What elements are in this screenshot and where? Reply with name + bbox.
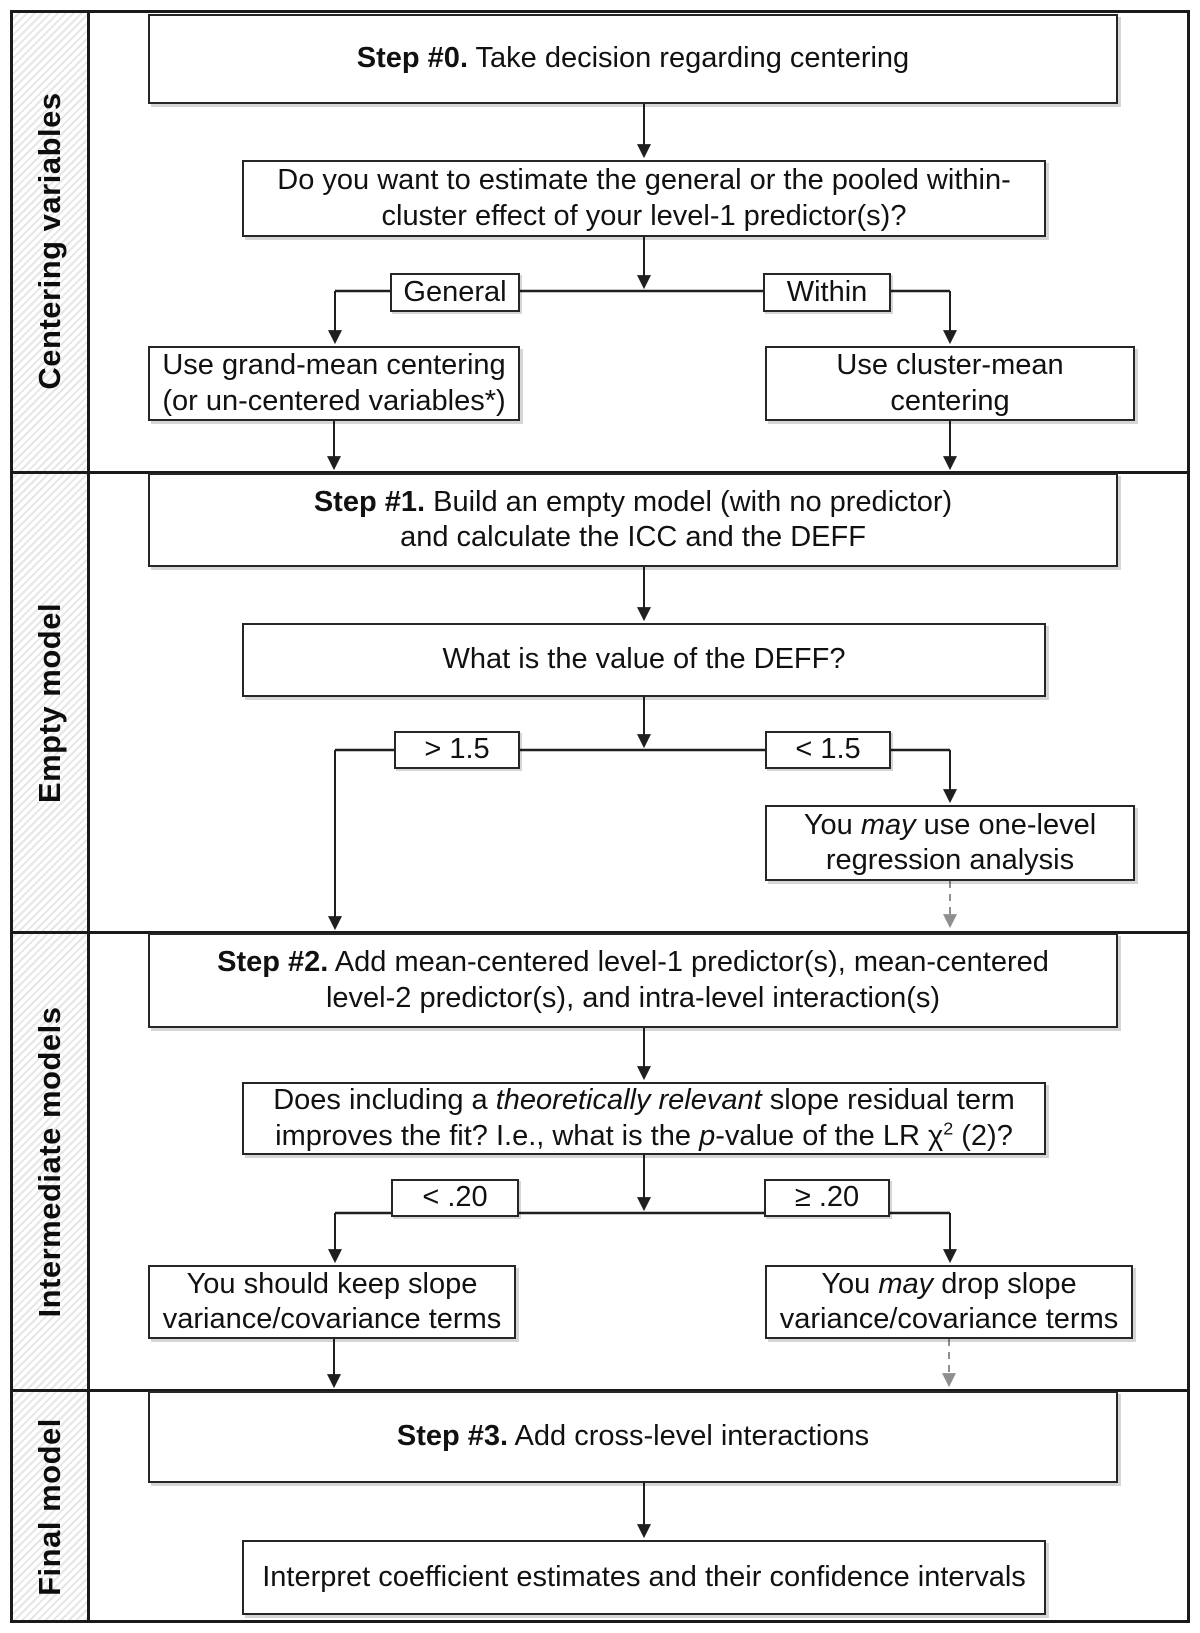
drop-slope-line2: variance/covariance terms [779,1303,1119,1335]
step2-box: Step #2. Add mean-centered level-1 predi… [148,933,1118,1028]
step2-line2: level-2 predictor(s), and intra-level in… [325,981,941,1014]
step0-text: Take decision regarding centering [468,42,910,75]
question-centering-line2: cluster effect of your level-1 predictor… [381,199,907,232]
one-level-post: use one-level [915,808,1097,841]
one-level-regression-box: You may use one-level regression analysi… [765,805,1135,881]
drop-slope-pre: You [821,1267,879,1300]
section-label-empty-model: Empty model [32,602,67,804]
branch-label-lt-1-5: < 1.5 [765,731,891,769]
cluster-mean-box: Use cluster-mean centering [765,346,1135,421]
section-label-final-model: Final model [32,1418,67,1596]
q2-line1-pre: Does including a [273,1084,496,1117]
drop-slope-may: may [878,1267,934,1300]
step0-box: Step #0. Take decision regarding centeri… [148,14,1118,104]
step1-line2: and calculate the ICC and the DEFF [400,521,866,553]
question-deff-box: What is the value of the DEFF? [242,623,1046,697]
row-divider-1 [11,471,1189,474]
row-divider-3 [11,1389,1189,1392]
keep-slope-box: You should keep slope variance/covarianc… [148,1265,516,1339]
step2-text: Add mean-centered level-1 predictor(s), … [328,946,1049,979]
one-level-pre: You [803,808,861,841]
drop-slope-post: drop slope [933,1267,1077,1300]
branch-label-lt-20: < .20 [391,1179,519,1217]
drop-slope-box: You may drop slope variance/covariance t… [765,1265,1133,1339]
section-label-centering-variables: Centering variables [32,92,67,390]
step0-label: Step #0. [356,42,468,75]
row-divider-2 [11,931,1189,934]
q2-line2-post: (2)? [953,1119,1013,1152]
q2-line2-p: p [699,1119,716,1152]
branch-label-gt-1-5: > 1.5 [394,731,520,769]
q2-chi-sup: 2 [943,1117,954,1138]
one-level-line2: regression analysis [825,844,1075,876]
step1-box: Step #1. Build an empty model (with no p… [148,473,1118,567]
question-centering-line1: Do you want to estimate the general or t… [277,164,1011,197]
one-level-may: may [860,808,916,841]
step3-label: Step #3. [396,1420,509,1453]
q2-line1-em: theoretically relevant [495,1084,762,1117]
step3-box: Step #3. Add cross-level interactions [148,1391,1118,1483]
keep-slope-line2: variance/covariance terms [162,1303,502,1335]
sidebar-divider-line [87,11,90,1622]
question-centering-box: Do you want to estimate the general or t… [242,160,1046,237]
grand-mean-line1: Use grand-mean centering [162,349,506,382]
keep-slope-line1: You should keep slope [186,1267,478,1300]
branch-label-within: Within [763,273,891,312]
grand-mean-box: Use grand-mean centering (or un-centered… [148,346,520,421]
q2-line2-mid: -value of the LR χ [715,1119,944,1152]
sidebar-hatch-strip [13,13,87,1620]
section-label-intermediate-models: Intermediate models [32,1006,67,1318]
q2-line2-pre: improves the fit? I.e., what is the [275,1119,700,1152]
step1-label: Step #1. [313,485,426,518]
question-slope-residual-box: Does including a theoretically relevant … [242,1082,1046,1155]
grand-mean-line2: (or un-centered variables*) [162,384,506,417]
step3-text: Add cross-level interactions [508,1420,870,1453]
q2-line1-post: slope residual term [761,1084,1015,1117]
branch-label-ge-20: ≥ .20 [764,1179,890,1217]
step2-label: Step #2. [217,946,329,979]
step1-text: Build an empty model (with no predictor) [425,485,953,518]
branch-label-general: General [390,273,520,312]
interpret-coefficients-box: Interpret coefficient estimates and thei… [242,1540,1046,1615]
